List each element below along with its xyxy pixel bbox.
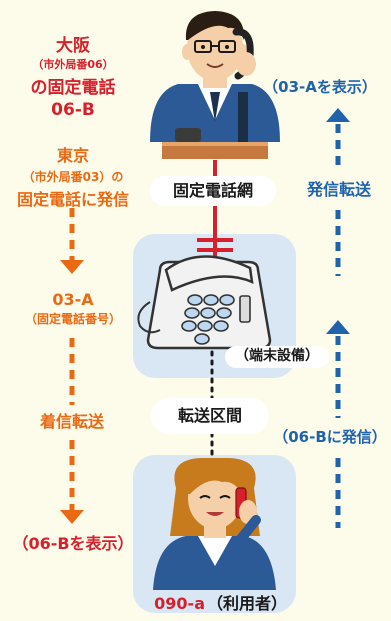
osaka-number: 06-B	[51, 100, 95, 120]
osaka-city: 大阪	[56, 36, 90, 56]
tokyo-city: 東京	[56, 146, 89, 165]
transfer-section-label: 転送区間	[151, 398, 269, 434]
tokyo-call-text: 固定電話に発信	[16, 190, 129, 209]
display-06b-label: （06-Bを表示）	[12, 534, 134, 553]
user-number: 090-a	[154, 594, 205, 613]
terminal-equipment-label: （端末設備）	[225, 346, 329, 368]
called-number: 03-A	[52, 290, 94, 309]
desk	[162, 145, 268, 159]
orange-arrowhead-2	[60, 510, 84, 524]
tokyo-area-code: （市外局番03）の	[22, 170, 124, 184]
desk-telephone-illustration	[137, 255, 272, 350]
osaka-area-code: （市外局番06）	[32, 58, 114, 71]
blue-arrowhead-2	[326, 320, 350, 334]
blue-arrowhead-1	[326, 108, 350, 122]
outgoing-forward-label: 発信転送	[288, 180, 390, 200]
osaka-fixed-phone: の固定電話	[30, 78, 116, 98]
display-03a-label: （03-Aを表示）	[263, 78, 377, 96]
man-on-phone-illustration	[150, 11, 280, 142]
call-06b-label: （06-Bに発信）	[270, 428, 390, 447]
user-role: （利用者）	[207, 594, 288, 613]
incoming-forward-label: 着信転送	[18, 412, 126, 432]
called-number-note: （固定電話番号）	[24, 312, 121, 326]
woman-on-mobile-illustration	[153, 458, 276, 590]
orange-arrowhead-1	[60, 260, 84, 274]
fixed-phone-network-label: 固定電話網	[150, 176, 276, 206]
